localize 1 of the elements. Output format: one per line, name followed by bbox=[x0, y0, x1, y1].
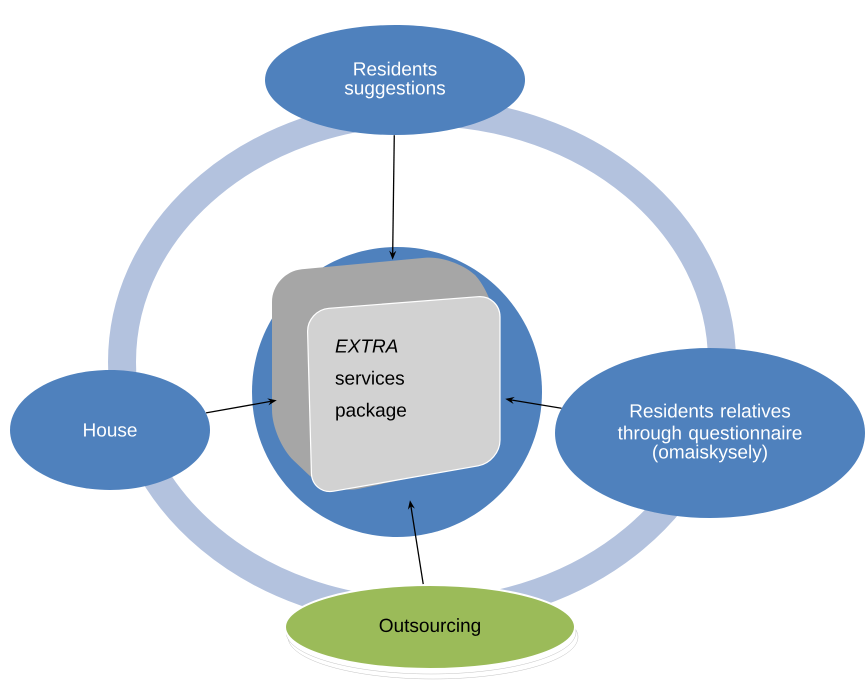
rounded-box: EXTRA services package bbox=[272, 258, 501, 492]
